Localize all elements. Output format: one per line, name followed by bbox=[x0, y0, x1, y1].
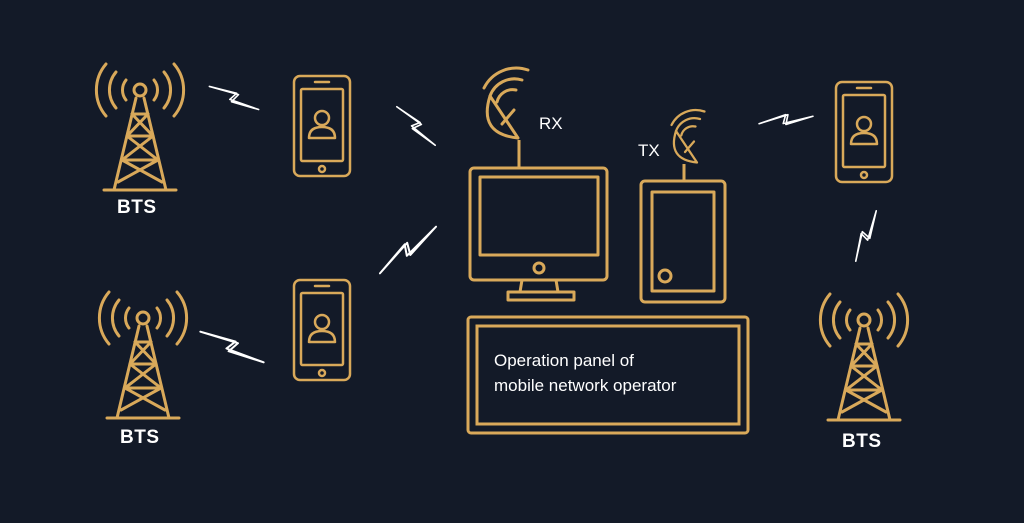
rx-label: RX bbox=[539, 114, 563, 133]
panel-line-1: Operation panel of bbox=[494, 351, 634, 370]
tablet-icon bbox=[639, 179, 727, 304]
smartphone-icon-bottom-left bbox=[292, 278, 352, 382]
satellite-dish-icon-rx bbox=[482, 66, 530, 140]
bts-label-right: BTS bbox=[842, 431, 882, 452]
tower-icon-right bbox=[818, 292, 910, 422]
smartphone-icon-right bbox=[834, 80, 894, 184]
lightning-icon-5 bbox=[758, 100, 814, 140]
lightning-icon-6 bbox=[854, 208, 878, 264]
tx-label: TX bbox=[638, 141, 660, 160]
bts-label-top-left: BTS bbox=[117, 197, 157, 218]
smartphone-icon-top-left bbox=[292, 74, 352, 178]
tower-icon-bottom-left bbox=[97, 290, 189, 420]
panel-line-2: mobile network operator bbox=[494, 376, 677, 395]
lightning-icon-2 bbox=[388, 105, 444, 147]
lightning-icon-1 bbox=[206, 85, 262, 111]
operation-panel-text: Operation panel of mobile network operat… bbox=[494, 348, 676, 398]
bts-label-bottom-left: BTS bbox=[120, 427, 160, 448]
tower-icon-top-left bbox=[94, 62, 186, 192]
lightning-icon-3 bbox=[378, 214, 438, 286]
satellite-dish-icon-tx bbox=[670, 108, 706, 164]
lightning-icon-4 bbox=[196, 330, 268, 364]
monitor-icon bbox=[468, 166, 609, 302]
operation-panel bbox=[466, 315, 750, 435]
